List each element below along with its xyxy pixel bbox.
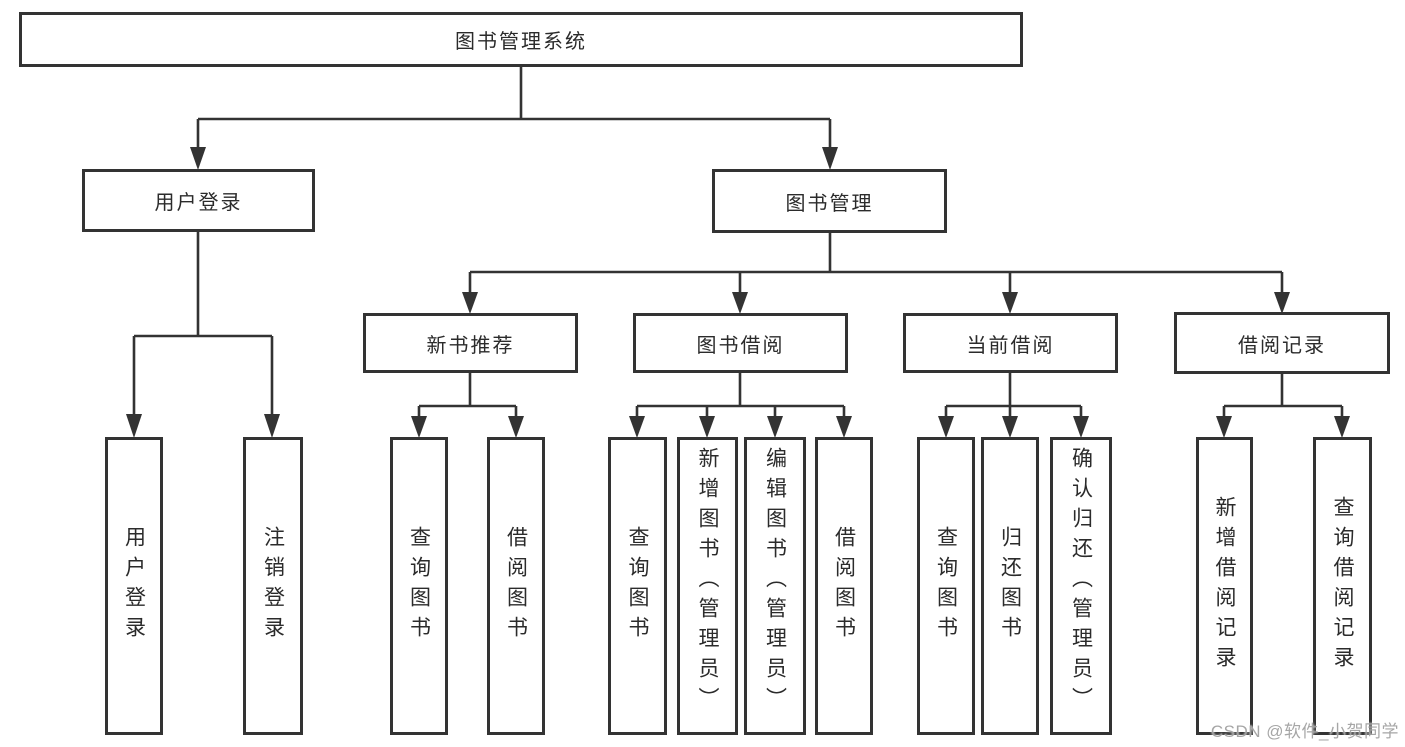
arrow-down-icon [508, 416, 524, 438]
connector-book-borrow [635, 373, 846, 420]
node-label: 查询借阅记录 [1331, 496, 1354, 676]
connector-root [196, 67, 832, 151]
arrow-down-icon [264, 414, 280, 438]
csdn-watermark: CSDN @软件_小贺同学 [1210, 722, 1399, 741]
node-label: 借阅记录 [1238, 334, 1326, 357]
node-borrow-books-leaf: 借阅图书 [815, 437, 873, 735]
node-library-system: 图书管理系统 [19, 12, 1023, 67]
arrow-down-icon [126, 414, 142, 438]
node-label: 图书管理 [785, 192, 874, 215]
node-label: 新增借阅记录 [1213, 496, 1236, 676]
connector-new-book-recommend [417, 373, 518, 420]
node-label: 当前借阅 [966, 334, 1055, 357]
node-search-books-borrow: 查询图书 [608, 437, 667, 735]
node-label: 查询图书 [407, 526, 431, 646]
connector-book-management [468, 233, 1284, 295]
node-label: 用户登录 [154, 192, 243, 214]
node-label: 确认归还（管理员） [1069, 447, 1093, 717]
arrow-down-icon [190, 147, 206, 170]
node-label: 归还图书 [998, 526, 1022, 646]
arrow-down-icon [462, 292, 478, 314]
node-label: 编辑图书（管理员） [763, 447, 787, 717]
node-borrow-books-recommend: 借阅图书 [487, 437, 545, 735]
node-label: 注销登录 [261, 526, 285, 646]
node-book-management: 图书管理 [712, 169, 947, 233]
connector-borrow-records [1222, 373, 1344, 420]
node-return-book: 归还图书 [981, 437, 1039, 735]
arrowheads [126, 147, 1350, 438]
connector-strokes [132, 67, 1344, 420]
node-user-login-leaf: 用户登录 [105, 437, 163, 735]
node-search-books-recommend: 查询图书 [390, 437, 448, 735]
arrow-down-icon [767, 416, 783, 438]
node-edit-book-admin: 编辑图书（管理员） [744, 437, 806, 735]
arrow-down-icon [629, 416, 645, 438]
arrow-down-icon [1073, 416, 1089, 438]
arrow-down-icon [732, 292, 748, 314]
arrow-down-icon [822, 147, 838, 170]
node-search-borrow-record: 查询借阅记录 [1313, 437, 1372, 735]
node-new-book-recommend: 新书推荐 [363, 313, 578, 373]
arrow-down-icon [836, 416, 852, 438]
arrow-down-icon [1002, 292, 1018, 314]
arrow-down-icon [699, 416, 715, 438]
node-label: 新增图书（管理员） [696, 447, 719, 717]
node-label: 查询图书 [934, 526, 958, 646]
node-user-login: 用户登录 [82, 169, 315, 232]
node-current-borrow: 当前借阅 [903, 313, 1118, 373]
connector-user-login [132, 232, 274, 416]
connector-current-borrow [944, 373, 1083, 420]
node-search-books-current: 查询图书 [917, 437, 975, 735]
node-label: 新书推荐 [426, 334, 515, 357]
arrow-down-icon [1334, 416, 1350, 438]
arrow-down-icon [938, 416, 954, 438]
node-confirm-return-admin: 确认归还（管理员） [1050, 437, 1112, 735]
node-label: 借阅图书 [832, 526, 856, 646]
node-label: 查询图书 [626, 526, 649, 646]
node-label: 借阅图书 [504, 526, 528, 646]
node-label: 用户登录 [122, 526, 146, 646]
node-label: 图书管理系统 [455, 31, 587, 53]
node-borrow-records: 借阅记录 [1174, 312, 1390, 374]
node-add-book-admin: 新增图书（管理员） [677, 437, 738, 735]
node-add-borrow-record: 新增借阅记录 [1196, 437, 1253, 735]
arrow-down-icon [1216, 416, 1232, 438]
node-logout: 注销登录 [243, 437, 303, 735]
arrow-down-icon [411, 416, 427, 438]
node-book-borrow: 图书借阅 [633, 313, 848, 373]
arrow-down-icon [1274, 292, 1290, 314]
node-label: 图书借阅 [696, 334, 785, 357]
arrow-down-icon [1002, 416, 1018, 438]
